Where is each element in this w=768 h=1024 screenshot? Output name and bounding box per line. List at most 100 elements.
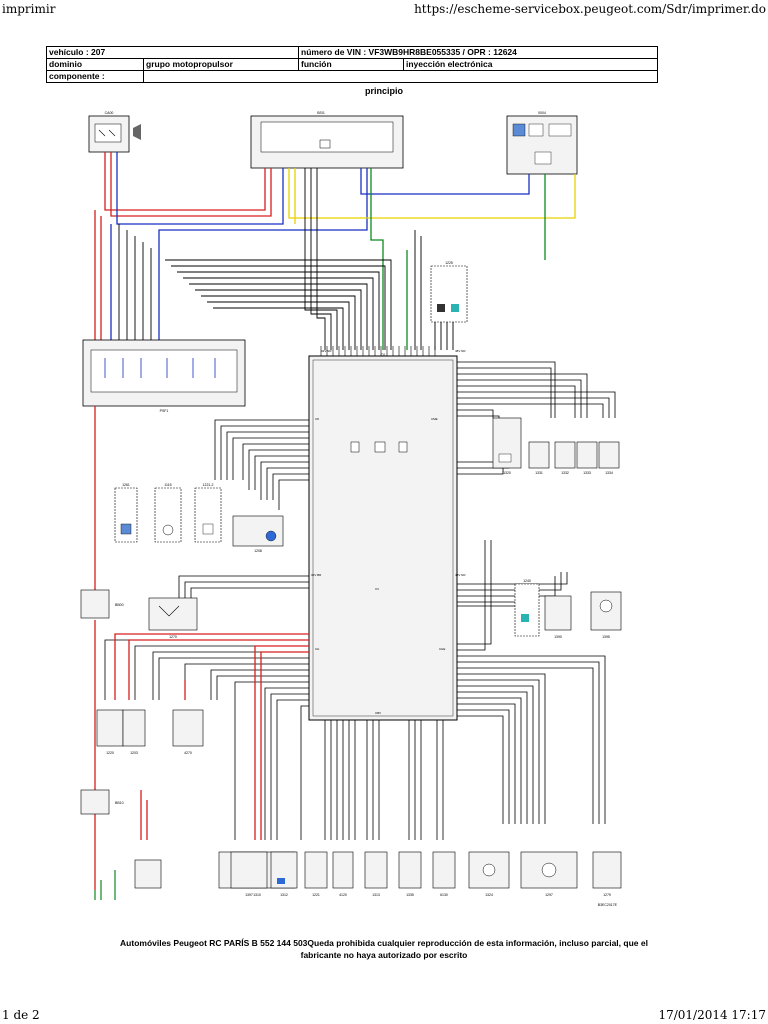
component-1308: 1208 xyxy=(232,515,284,553)
svg-text:1397: 1397 xyxy=(245,893,253,897)
component-1395: 1395 xyxy=(590,591,622,639)
component-1312: 1312 xyxy=(270,851,298,897)
svg-text:CA00: CA00 xyxy=(105,111,114,115)
svg-text:1395: 1395 xyxy=(602,635,610,639)
svg-text:BB10: BB10 xyxy=(115,801,124,805)
svg-text:CHE: CHE xyxy=(439,647,445,651)
svg-text:PSF1: PSF1 xyxy=(160,409,169,413)
svg-text:1279: 1279 xyxy=(603,893,611,897)
vehicle-cell: vehículo : 207 xyxy=(46,46,299,59)
component-psf1: PSF1 xyxy=(82,339,246,413)
svg-text:4270: 4270 xyxy=(184,751,192,755)
component-1115: 1115 xyxy=(154,483,182,543)
vin-cell: número de VIN : VF3WB9HR8BE055335 / OPR … xyxy=(298,46,658,59)
svg-text:48V NR: 48V NR xyxy=(455,349,466,353)
copyright-notice: Automóviles Peugeot RC PARÍS B 552 144 5… xyxy=(40,937,728,961)
svg-text:1320: 1320 xyxy=(503,471,511,475)
domain-label-cell: dominio xyxy=(46,58,144,71)
diagram-reference-code: B3EC2017E xyxy=(598,903,618,907)
browser-print-header: imprimir https://escheme-servicebox.peug… xyxy=(0,0,768,20)
svg-text:1220: 1220 xyxy=(106,751,114,755)
svg-text:1335: 1335 xyxy=(406,893,414,897)
component-label-cell: componente : xyxy=(46,70,144,83)
svg-text:1390: 1390 xyxy=(554,635,562,639)
svg-text:1261: 1261 xyxy=(122,483,130,487)
svg-text:CBV: CBV xyxy=(375,711,381,715)
svg-text:C8: C8 xyxy=(315,417,319,421)
svg-text:1334: 1334 xyxy=(605,471,613,475)
svg-text:1208: 1208 xyxy=(254,549,262,553)
svg-text:32V BR: 32V BR xyxy=(311,573,322,577)
component-1261: 1261 xyxy=(114,483,138,543)
component-bb00: BB00 xyxy=(80,589,124,619)
svg-text:1240: 1240 xyxy=(523,579,531,583)
svg-text:CV: CV xyxy=(375,587,379,591)
svg-text:BSI1: BSI1 xyxy=(317,111,325,115)
component-1240: 1240 xyxy=(514,579,540,637)
page-url[interactable]: https://escheme-servicebox.peugeot.com/S… xyxy=(414,2,766,16)
svg-text:1312: 1312 xyxy=(280,893,288,897)
component-6130: 6130 xyxy=(432,851,456,897)
svg-text:CH: CH xyxy=(315,647,319,651)
svg-text:48V NR: 48V NR xyxy=(455,573,466,577)
svg-text:4120: 4120 xyxy=(339,893,347,897)
svg-text:1313: 1313 xyxy=(372,893,380,897)
component-1397: 1397 xyxy=(230,851,268,897)
svg-text:0004: 0004 xyxy=(538,111,546,115)
component-1270: 1270 xyxy=(148,597,198,639)
svg-text:1331: 1331 xyxy=(535,471,543,475)
domain-value-cell: grupo motopropulsor xyxy=(143,58,299,71)
svg-text:1225: 1225 xyxy=(445,261,453,265)
component-4120: 4120 xyxy=(332,851,354,897)
svg-text:1221: 1221 xyxy=(312,893,320,897)
page-indicator: 1 de 2 xyxy=(2,1008,40,1022)
component-value-cell xyxy=(143,70,658,83)
svg-text:1221-2: 1221-2 xyxy=(203,483,214,487)
svg-text:1332: 1332 xyxy=(561,471,569,475)
component-1390: 1390 xyxy=(544,595,572,639)
svg-text:C0: C0 xyxy=(381,353,386,357)
page-tab-title: imprimir xyxy=(2,2,56,16)
bottom-components: 1310 1397 1312 1221 4120 1313 1335 xyxy=(134,851,622,897)
ecu-control-unit: C0 32V NR 48V NR 32V BR C8 CME CV CH CHE… xyxy=(308,349,466,721)
svg-text:32V NR: 32V NR xyxy=(321,349,332,353)
svg-text:1297: 1297 xyxy=(545,893,553,897)
svg-text:CME: CME xyxy=(431,417,438,421)
copyright-line-1: Automóviles Peugeot RC PARÍS B 552 144 5… xyxy=(120,938,648,948)
component-ca00: CA00 xyxy=(88,111,141,153)
component-1334: 1334 xyxy=(598,441,620,475)
svg-text:1270: 1270 xyxy=(169,635,177,639)
wiring-diagram: CA00 BSI1 0004 xyxy=(80,111,622,907)
svg-text:1203: 1203 xyxy=(130,751,138,755)
diagram-title: principio xyxy=(365,86,403,96)
component-4270: 4270 xyxy=(172,709,204,755)
svg-text:1310: 1310 xyxy=(253,893,261,897)
component-1297: 1297 xyxy=(520,851,578,897)
component-bsi1: BSI1 xyxy=(250,111,404,169)
component-1320: 1320 xyxy=(492,417,522,475)
component-1279: 1279 xyxy=(592,851,622,897)
component-bb10: BB10 xyxy=(80,789,124,815)
svg-text:1324: 1324 xyxy=(485,893,493,897)
component-1332: 1332 xyxy=(554,441,576,475)
vehicle-info-table: vehículo : 207 número de VIN : VF3WB9HR8… xyxy=(46,46,658,83)
component-1221: 1221 xyxy=(304,851,328,897)
component-1331: 1331 xyxy=(528,441,550,475)
svg-text:1333: 1333 xyxy=(583,471,591,475)
component-1225: 1225 xyxy=(430,261,468,323)
print-datetime: 17/01/2014 17:17 xyxy=(658,1008,766,1022)
component-1221-2: 1221-2 xyxy=(194,483,222,543)
svg-text:1115: 1115 xyxy=(164,483,171,487)
svg-text:6130: 6130 xyxy=(440,893,448,897)
copyright-line-2: fabricante no haya autorizado por escrit… xyxy=(300,950,468,960)
component-1203: 1203 xyxy=(122,709,146,755)
component-1324: 1324 xyxy=(468,851,510,897)
svg-text:BB00: BB00 xyxy=(115,603,124,607)
component-1333: 1333 xyxy=(576,441,598,475)
function-value-cell: inyección electrónica xyxy=(403,58,658,71)
component-0004: 0004 xyxy=(506,111,578,175)
component-1335: 1335 xyxy=(398,851,422,897)
component-1313: 1313 xyxy=(364,851,388,897)
function-label-cell: función xyxy=(298,58,404,71)
component-1220: 1220 xyxy=(96,709,124,755)
